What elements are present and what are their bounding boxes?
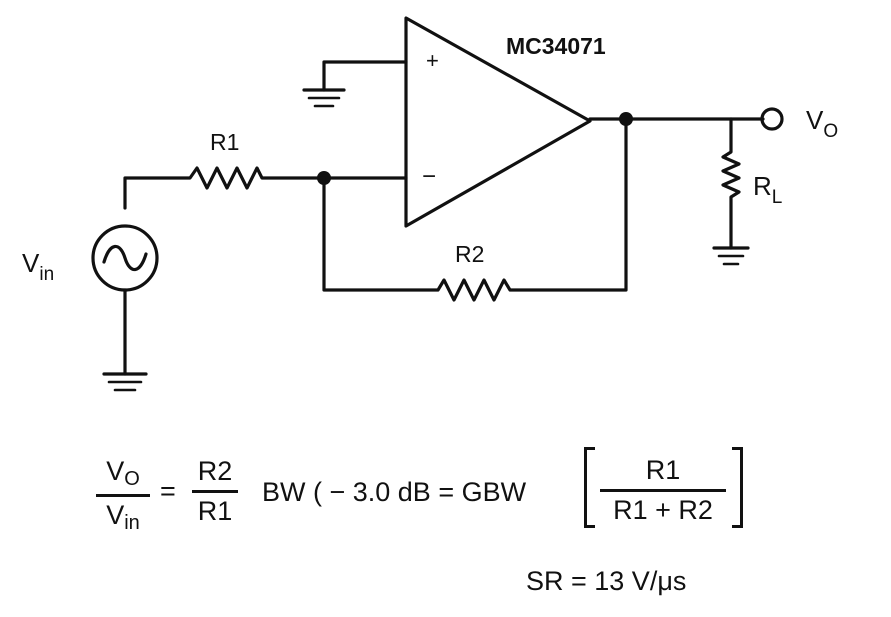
r1-label: R1 — [210, 129, 239, 155]
inverting-sign: − — [422, 163, 436, 190]
r2-feedback-resistor — [322, 117, 628, 302]
gain-fraction: VO Vin — [96, 458, 150, 533]
plus-input-wire — [322, 60, 408, 92]
equals-sign: = — [160, 476, 176, 506]
r2-label: R2 — [455, 241, 484, 267]
ground-symbol-source — [102, 372, 148, 392]
slew-rate-label: SR = 13 V/μs — [526, 566, 687, 596]
bandwidth-expression: BW ( − 3.0 dB = GBW — [262, 477, 527, 507]
bandwidth-fraction: R1 R1 + R2 — [600, 457, 726, 524]
vin-label: Vin — [22, 248, 54, 285]
gain-numerator: VO — [96, 458, 150, 497]
opamp-part-label: MC34071 — [506, 33, 606, 59]
ground-symbol-plus — [302, 88, 346, 108]
output-node-dot — [619, 112, 633, 126]
opamp-triangle — [404, 16, 592, 228]
gain-denominator: Vin — [106, 500, 140, 534]
rl-label: RL — [753, 171, 782, 208]
resistor-ratio-fraction: R2 R1 — [192, 458, 238, 525]
left-bracket — [584, 447, 595, 528]
output-terminal — [760, 107, 784, 131]
r1-resistor — [123, 166, 326, 210]
right-bracket — [732, 447, 743, 528]
vo-label: VO — [806, 105, 838, 142]
noninverting-sign: + — [426, 48, 439, 73]
sine-wave-icon — [102, 244, 148, 272]
rl-load-resistor — [721, 117, 741, 250]
ground-symbol-load — [712, 246, 750, 266]
